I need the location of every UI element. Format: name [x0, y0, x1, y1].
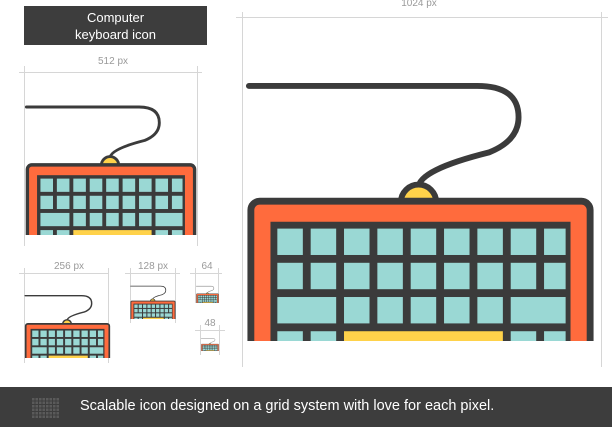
guide-line: [219, 325, 220, 355]
guide-line: [125, 273, 180, 274]
guide-line: [236, 17, 608, 18]
guide-line: [195, 268, 196, 303]
guide-line: [242, 12, 243, 367]
grid-icon: [31, 397, 59, 419]
footer-bar: Scalable icon designed on a grid system …: [0, 387, 612, 427]
size-label-48: 48: [204, 318, 216, 329]
size-label-64: 64: [201, 261, 213, 272]
guide-line: [24, 66, 25, 246]
guide-line: [200, 325, 201, 355]
keyboard-icon-512: [24, 83, 198, 235]
keyboard-icon-64: [196, 283, 219, 303]
title-line-1: Computer: [86, 10, 145, 25]
keyboard-icon-48: [201, 336, 219, 351]
guide-line: [218, 268, 219, 303]
guide-line: [130, 268, 131, 323]
guide-line: [24, 268, 25, 363]
keyboard-icon-1024: [244, 38, 597, 341]
guide-line: [601, 12, 602, 367]
guide-line: [190, 273, 222, 274]
size-label-512: 512 px: [97, 56, 129, 67]
guide-line: [175, 268, 176, 323]
title-line-2: keyboard icon: [75, 27, 156, 42]
guide-line: [19, 273, 109, 274]
keyboard-icon-256: [24, 284, 111, 358]
guide-line: [197, 66, 198, 246]
footer-text: Scalable icon designed on a grid system …: [80, 398, 495, 414]
title-box: Computer keyboard icon: [24, 6, 207, 45]
size-label-256: 256 px: [53, 261, 85, 272]
size-label-1024: 1024 px: [401, 0, 437, 9]
guide-line: [19, 72, 202, 73]
size-label-128: 128 px: [137, 261, 169, 272]
keyboard-icon-128: [130, 280, 176, 319]
guide-line: [195, 330, 225, 331]
guide-line: [108, 268, 109, 363]
